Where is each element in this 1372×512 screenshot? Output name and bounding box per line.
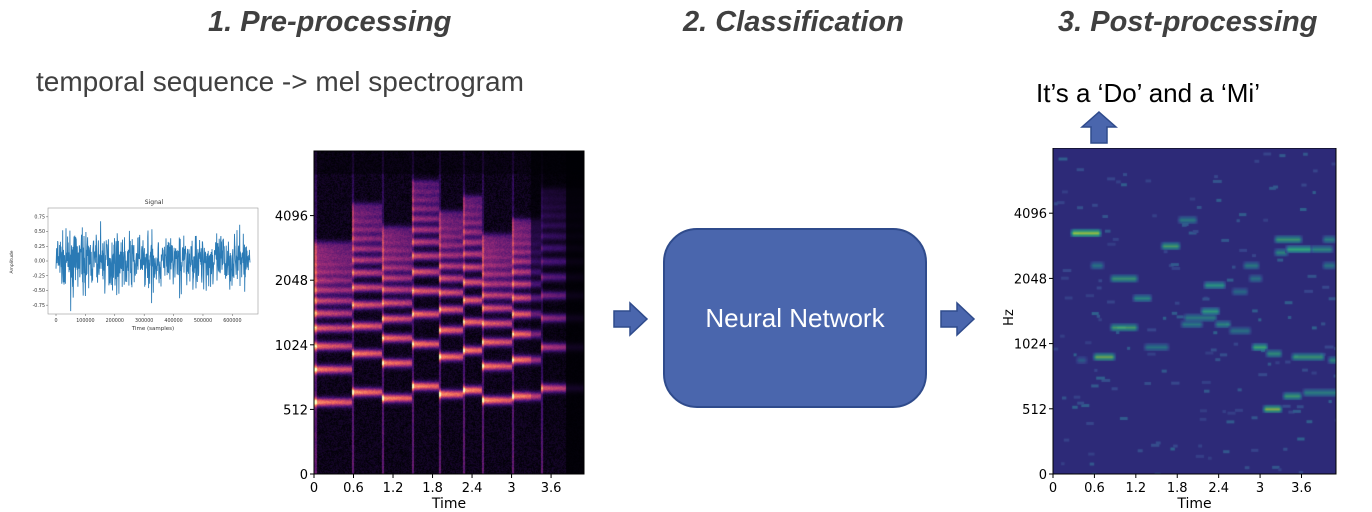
mel-y-tick-label: 512 bbox=[283, 403, 308, 418]
arrow-right-icon bbox=[613, 301, 649, 337]
signal-x-tick-label: 300000 bbox=[135, 318, 153, 324]
signal-x-ticks: 0 100000 200000 300000 400000 500000 600000 bbox=[54, 314, 242, 324]
arrow-right-icon bbox=[940, 301, 976, 337]
note-y-tick-label: 4096 bbox=[1014, 207, 1047, 222]
mel-y-tick-label: 1024 bbox=[275, 339, 308, 354]
signal-x-tick-label: 0 bbox=[54, 318, 57, 324]
step-3-heading: 3. Post-processing bbox=[1058, 6, 1318, 38]
note-xlabel: Time bbox=[1176, 496, 1211, 512]
step-1-heading: 1. Pre-processing bbox=[208, 6, 452, 38]
preprocess-subtitle: temporal sequence -> mel spectrogram bbox=[36, 66, 524, 97]
note-x-tick-label: 3.6 bbox=[1291, 481, 1312, 496]
signal-y-tick-label: 0.25 bbox=[34, 244, 45, 250]
neural-network-box: Neural Network bbox=[663, 228, 927, 408]
note-x-tick-label: 0.6 bbox=[1084, 481, 1105, 496]
signal-x-tick-label: 200000 bbox=[106, 318, 124, 324]
note-y-tick-label: 1024 bbox=[1014, 338, 1047, 353]
mel-x-tick-label: 3.6 bbox=[541, 481, 562, 496]
signal-chart: Signal 0.75 0.50 0.25 0.00 -0.25 -0.50 -0.75 0… bbox=[9, 199, 259, 332]
note-plot-frame bbox=[1052, 148, 1337, 475]
note-x-tick-label: 3 bbox=[1256, 481, 1264, 496]
mel-spectrogram-image bbox=[314, 151, 584, 474]
signal-x-tick-label: 100000 bbox=[76, 318, 94, 324]
mel-x-tick-label: 2.4 bbox=[462, 481, 483, 496]
signal-y-ticks: 0.75 0.50 0.25 0.00 -0.25 -0.50 -0.75 bbox=[33, 214, 48, 309]
mel-x-tick-label: 1.2 bbox=[383, 481, 404, 496]
signal-y-tick-label: -0.50 bbox=[33, 288, 45, 294]
mel-y-tick-label: 4096 bbox=[275, 210, 308, 225]
signal-x-tick-label: 500000 bbox=[194, 318, 212, 324]
signal-ylabel: Amplitude bbox=[9, 250, 15, 273]
mel-x-tick-label: 0 bbox=[310, 481, 318, 496]
mel-x-tick-label: 3 bbox=[507, 481, 515, 496]
mel-y-tick-label: 0 bbox=[300, 468, 308, 483]
signal-y-tick-label: -0.75 bbox=[33, 303, 45, 309]
postprocess-result-text: It’s a ‘Do’ and a ‘Mi’ bbox=[1036, 78, 1260, 108]
note-x-tick-label: 2.4 bbox=[1208, 481, 1229, 496]
neural-network-label: Neural Network bbox=[705, 302, 885, 333]
signal-line bbox=[55, 221, 251, 312]
note-x-tick-label: 1.8 bbox=[1167, 481, 1188, 496]
signal-waveform bbox=[55, 221, 251, 312]
mel-y-tick-label: 2048 bbox=[275, 274, 308, 289]
signal-y-tick-label: 0.75 bbox=[34, 214, 45, 220]
note-y-tick-label: 0 bbox=[1039, 468, 1047, 483]
signal-y-tick-label: -0.25 bbox=[33, 273, 45, 279]
note-y-tick-label: 512 bbox=[1022, 403, 1047, 418]
note-ylabel: Hz bbox=[1002, 309, 1017, 326]
note-x-tick-label: 0 bbox=[1049, 481, 1057, 496]
signal-x-tick-label: 400000 bbox=[164, 318, 182, 324]
note-activation-image bbox=[1053, 148, 1336, 474]
note-y-tick-label: 2048 bbox=[1014, 272, 1047, 287]
signal-y-tick-label: 0.00 bbox=[34, 259, 45, 265]
mel-xlabel: Time bbox=[431, 496, 466, 512]
mel-plot-frame bbox=[313, 150, 585, 475]
step-2-heading: 2. Classification bbox=[683, 6, 904, 38]
mel-x-tick-label: 1.8 bbox=[422, 481, 443, 496]
signal-title: Signal bbox=[145, 199, 164, 206]
signal-xlabel: Time (samples) bbox=[131, 326, 174, 332]
signal-x-tick-label: 600000 bbox=[223, 318, 241, 324]
up-arrow-icon bbox=[1080, 110, 1118, 144]
note-x-tick-label: 1.2 bbox=[1125, 481, 1146, 496]
mel-x-tick-label: 0.6 bbox=[343, 481, 364, 496]
signal-y-tick-label: 0.50 bbox=[34, 229, 45, 235]
